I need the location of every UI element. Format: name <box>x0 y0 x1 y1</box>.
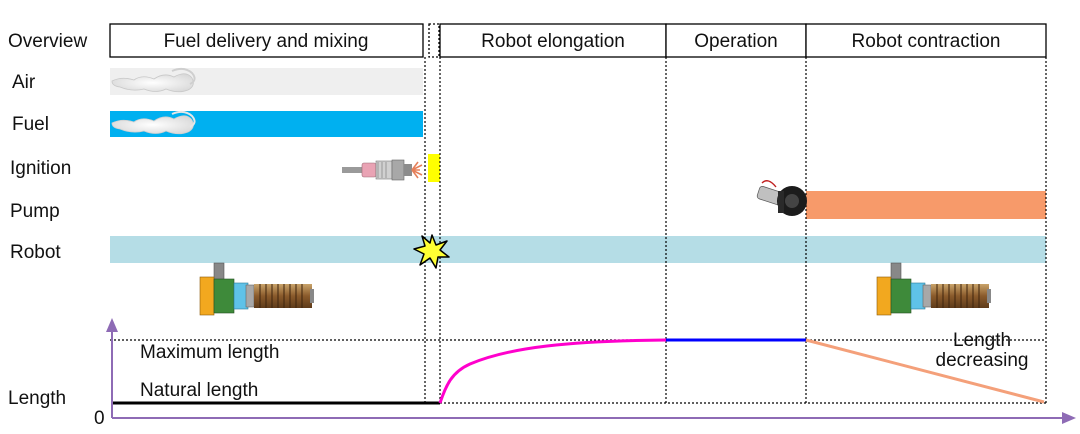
phase-label-contraction: Robot contraction <box>852 31 1001 52</box>
length-decreasing-label-line2: decreasing <box>936 350 1029 371</box>
contraction-line <box>805 338 1045 404</box>
header-box-contraction <box>805 23 1047 58</box>
row-label-fuel: Fuel <box>12 114 49 135</box>
length-axis-label: Length <box>8 388 66 409</box>
row-labels: Overview Air Fuel Ignition Pump Robot Le… <box>8 31 105 429</box>
phase-separators <box>424 57 1047 403</box>
explosion-icon <box>413 234 450 269</box>
overview-label: Overview <box>8 31 87 52</box>
row-label-air: Air <box>12 72 36 93</box>
pump-icon <box>756 180 807 216</box>
header-box-fuel-delivery <box>109 23 424 58</box>
phase-label-fuel-delivery: Fuel delivery and mixing <box>164 31 369 52</box>
phase-label-operation: Operation <box>694 31 777 52</box>
header-box-elongation <box>439 23 667 58</box>
smoke-puff-icon <box>111 110 196 135</box>
header-box-ignition-gap <box>428 23 440 58</box>
spark-plug-icon <box>342 159 423 181</box>
x-axis-arrow <box>1062 412 1076 424</box>
ignition-block <box>428 154 440 182</box>
row-label-ignition: Ignition <box>10 158 71 179</box>
natural-length-label: Natural length <box>140 380 258 401</box>
header-box-operation <box>665 23 807 58</box>
robot-bar <box>110 236 1046 263</box>
length-plot: Maximum length Natural length Length dec… <box>110 330 1046 405</box>
row-label-robot: Robot <box>10 242 61 263</box>
length-decreasing-label-line1: Length <box>953 330 1011 351</box>
soft-robot-icon <box>876 262 991 316</box>
smoke-puff-icon <box>111 67 196 93</box>
phase-label-elongation: Robot elongation <box>481 31 625 52</box>
soft-robot-icon <box>199 262 314 316</box>
elongation-curve <box>438 338 667 404</box>
timeline-bars <box>110 68 1046 263</box>
pump-bar <box>806 191 1046 219</box>
length-axes <box>106 318 1076 424</box>
y-axis-arrow <box>106 318 118 332</box>
row-label-pump: Pump <box>10 201 60 222</box>
phase-header: Fuel delivery and mixing Robot elongatio… <box>109 23 1047 58</box>
maximum-length-label: Maximum length <box>140 342 279 363</box>
origin-label: 0 <box>94 408 105 429</box>
